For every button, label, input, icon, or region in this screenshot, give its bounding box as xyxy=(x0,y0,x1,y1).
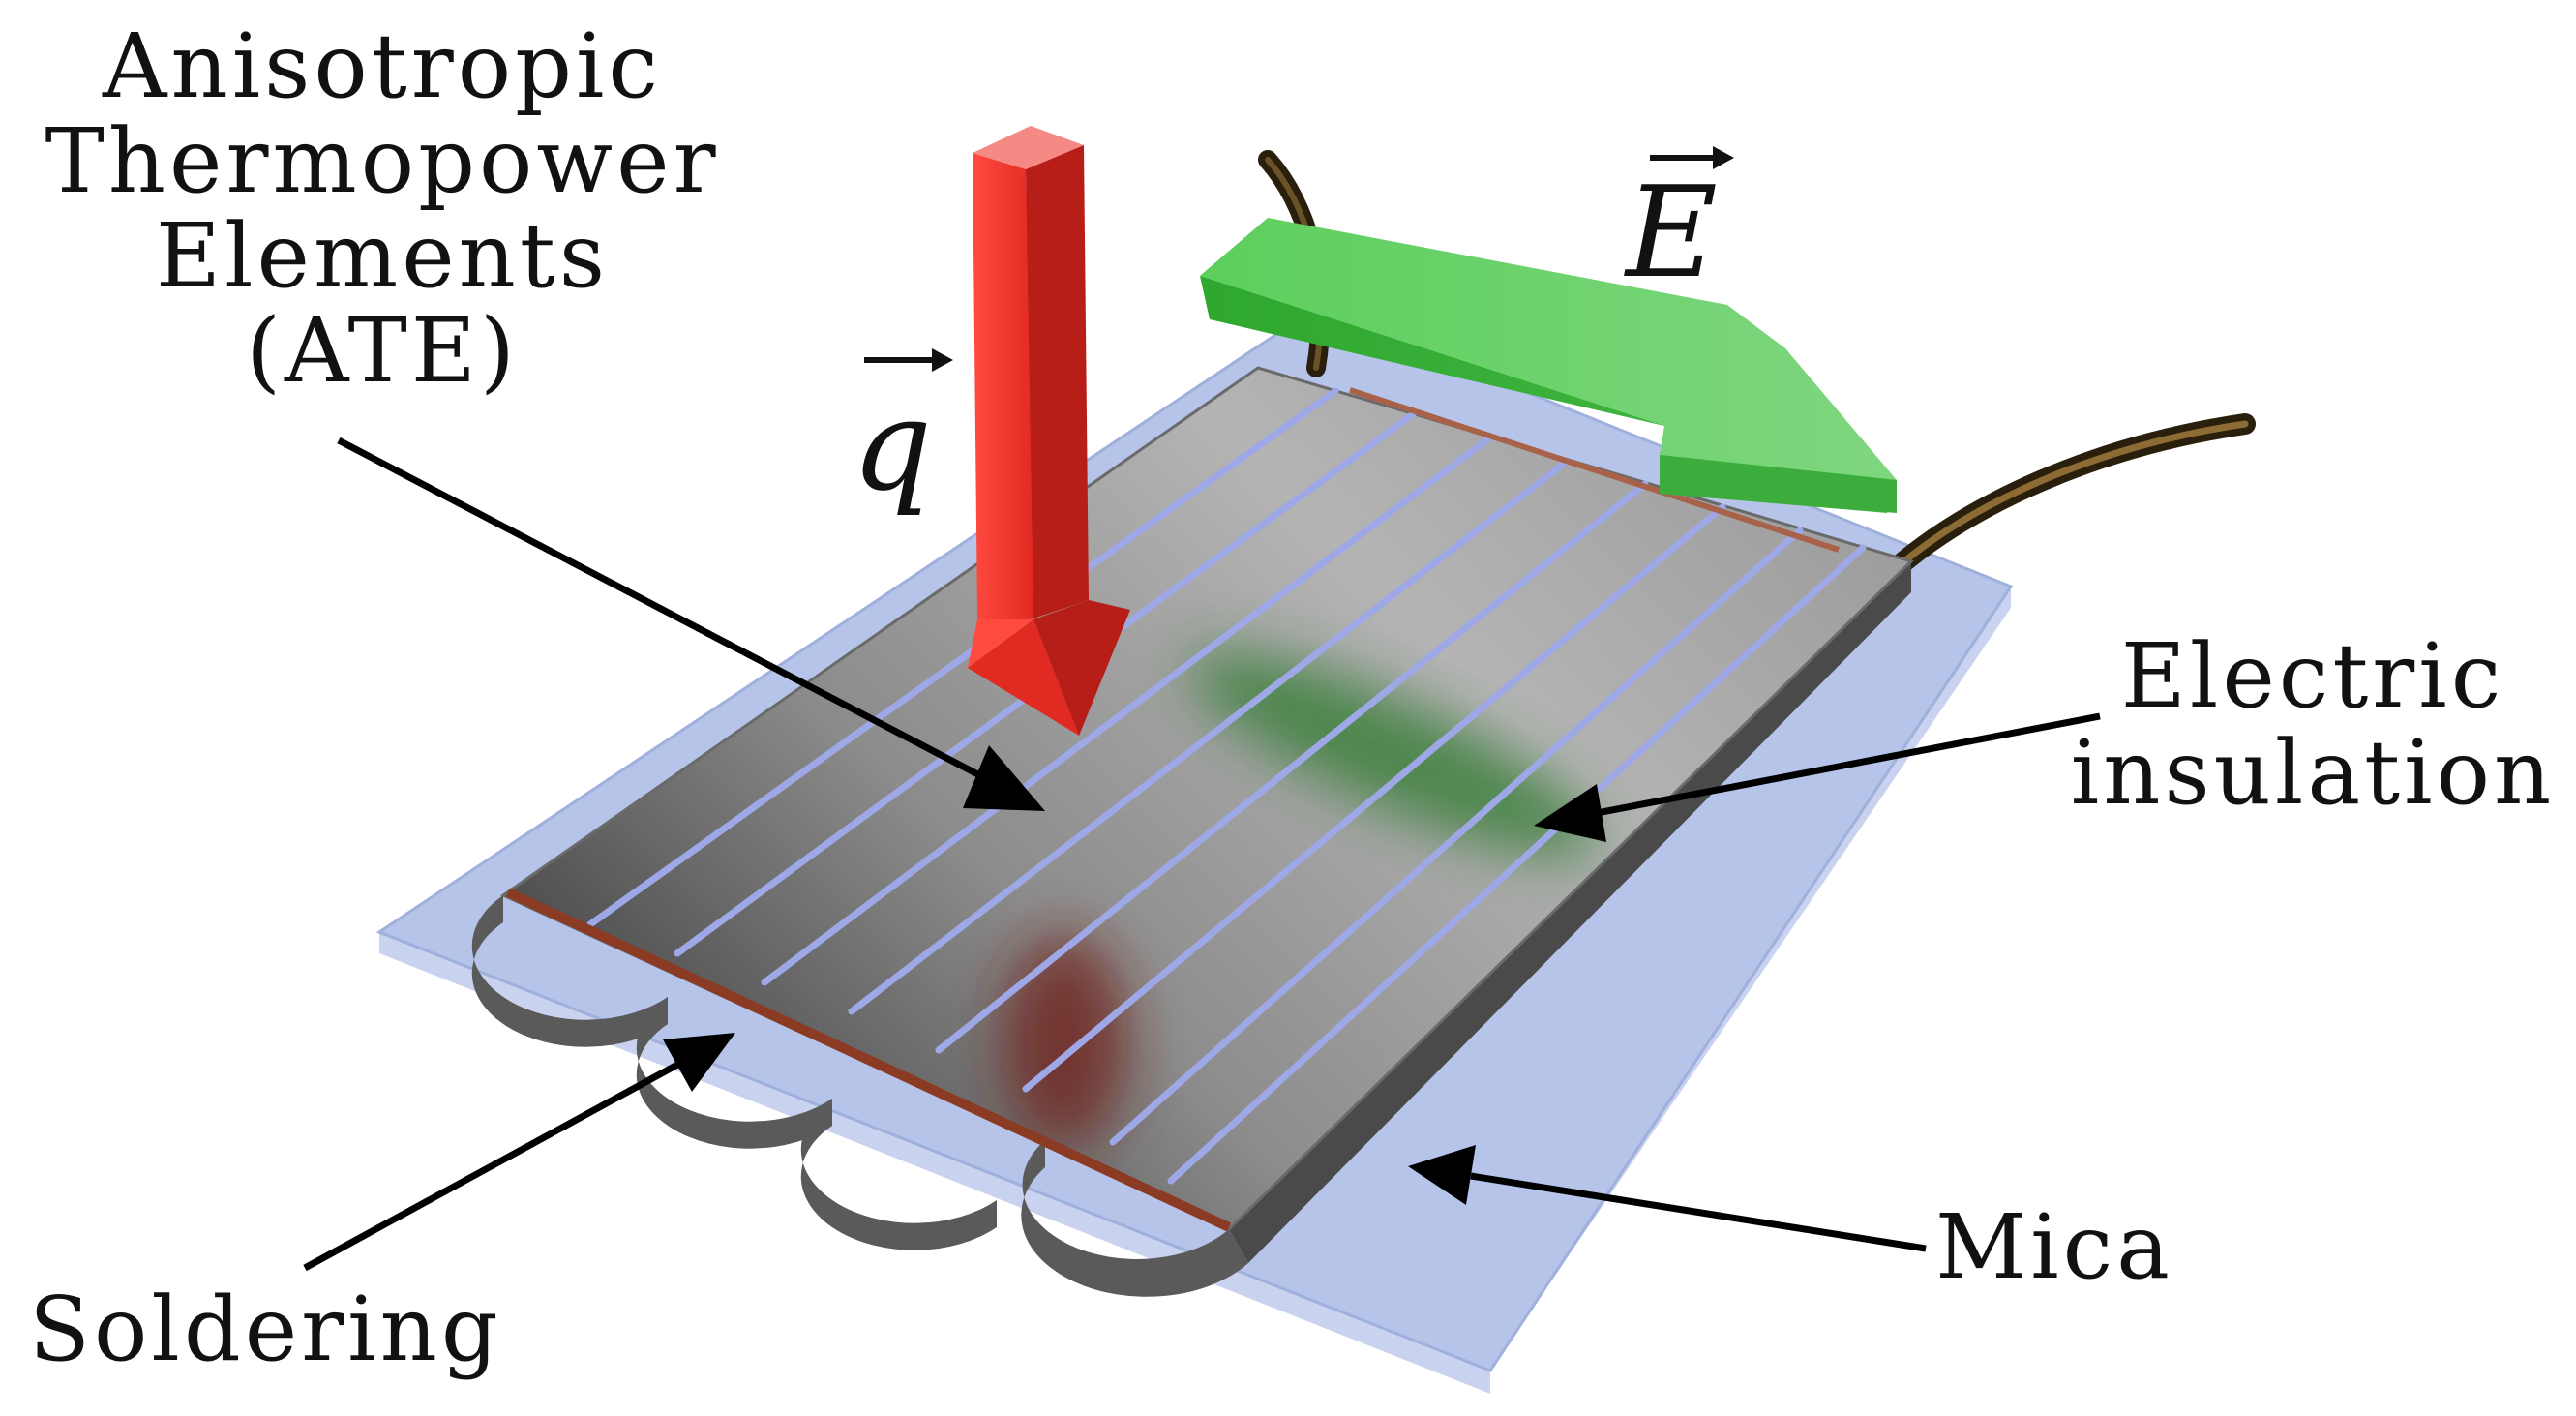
heat-flux-arrow xyxy=(968,126,1130,736)
vector-arrowhead-e-icon xyxy=(1713,146,1734,169)
vector-arrowhead-q-icon xyxy=(932,348,953,372)
insulation-label: Electric insulation xyxy=(2071,624,2555,825)
ate-label-line1: Anisotropic xyxy=(102,15,662,118)
soldering-label: Soldering xyxy=(29,1278,502,1381)
electric-field-symbol: E xyxy=(1624,159,1718,306)
element-side-faces xyxy=(471,561,1911,1297)
vector-e-label: E xyxy=(1624,146,1734,306)
soldering-leader-arrow xyxy=(303,1033,735,1272)
insulation-leader-arrow xyxy=(1534,712,2101,842)
mica-label: Mica xyxy=(1935,1195,2173,1299)
soldering-strips xyxy=(505,387,1840,1232)
vector-q-label: q xyxy=(852,348,953,519)
electric-field-arrow xyxy=(1200,218,1897,513)
ate-label-line2: Thermopower xyxy=(45,109,719,213)
cold-zone-shading xyxy=(1188,651,1599,859)
ate-label: Anisotropic Thermopower Elements (ATE) xyxy=(45,15,719,403)
ate-label-line3: Elements xyxy=(156,204,609,308)
ate-leader-arrow xyxy=(337,437,1045,811)
mica-leader-arrow xyxy=(1408,1145,1927,1252)
insulation-label-line2: insulation xyxy=(2071,721,2555,825)
hot-zone-shading xyxy=(1002,934,1127,1147)
insulation-label-line1: Electric xyxy=(2121,624,2504,728)
insulation-stripes xyxy=(586,387,1867,1185)
leader-arrows xyxy=(303,437,2101,1272)
heat-flux-symbol: q xyxy=(852,372,932,519)
ate-label-line4: (ATE) xyxy=(246,299,519,403)
